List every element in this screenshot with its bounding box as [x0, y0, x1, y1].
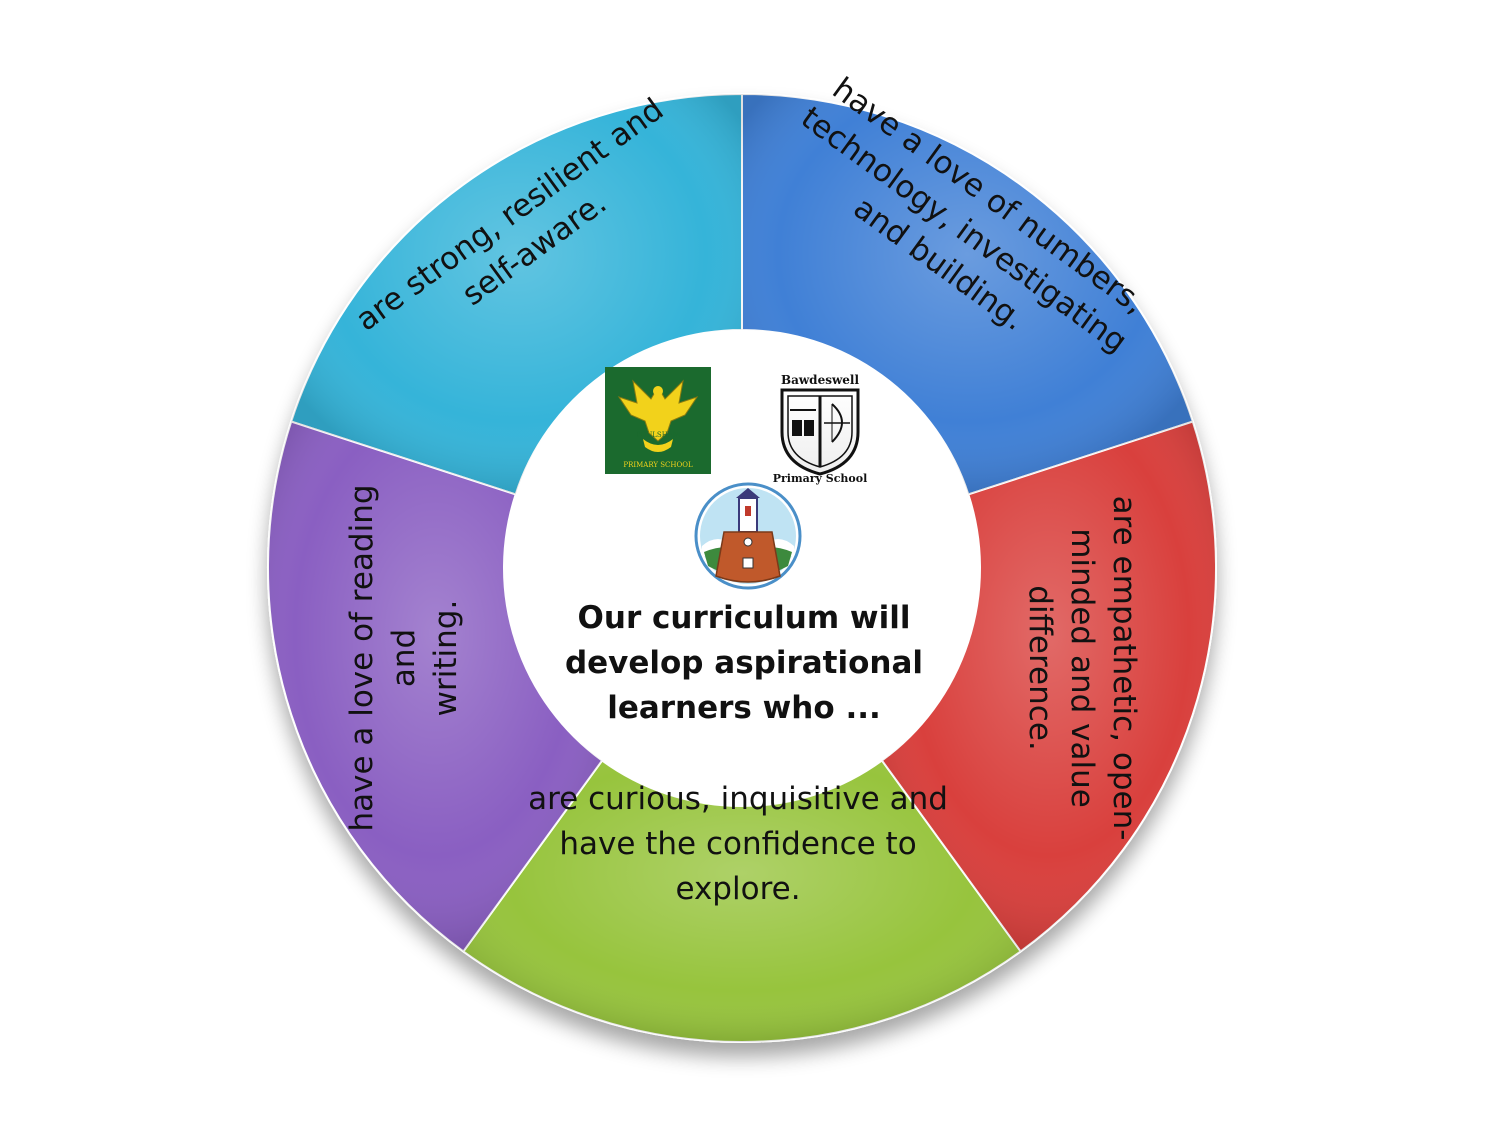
segment-label-line: have a love of reading	[344, 484, 380, 831]
poulsham-logo-subtitle: PRIMARY SCHOOL	[623, 461, 693, 469]
phoenix-icon	[617, 379, 699, 452]
segment-gloss-left	[268, 421, 603, 952]
church-roundel-icon	[694, 482, 802, 590]
segment-label-line: difference.	[1022, 585, 1058, 750]
poulsham-logo-name: POULSHAM	[636, 431, 680, 439]
center-heading: Our curriculum will develop aspirational…	[565, 600, 923, 726]
wheel-gloss	[268, 94, 1216, 1042]
center-line-2: develop aspirational	[565, 645, 923, 681]
segment-gloss-top-right	[742, 94, 1193, 495]
segment-label-right: are empathetic, open-minded and valuedif…	[1022, 496, 1142, 841]
segment-label-line: explore.	[675, 871, 800, 907]
segment-gloss-top-left	[291, 94, 742, 495]
segment-gloss-bottom	[463, 760, 1021, 1042]
segment-label-line: writing.	[428, 600, 464, 717]
poulsham-school-logo: POULSHAM PRIMARY SCHOOL	[605, 367, 711, 474]
bawdeswell-school-logo: Bawdeswell Primary School	[770, 372, 870, 485]
center-line-3: learners who ...	[607, 690, 881, 726]
center-line-1: Our curriculum will	[578, 600, 911, 636]
bawdeswell-logo-name: Bawdeswell	[781, 373, 860, 387]
segment-label-line: have the confidence to	[559, 826, 916, 862]
bawdeswell-logo-subtitle: Primary School	[773, 472, 868, 485]
segment-label-line: are empathetic, open-	[1106, 496, 1142, 841]
segment-label-line: minded and value	[1064, 528, 1100, 808]
segment-gloss-right	[881, 421, 1216, 952]
segment-label-bottom: are curious, inquisitive and have the con…	[528, 781, 948, 907]
segment-label-line: are curious, inquisitive and	[528, 781, 948, 817]
segment-label-line: and	[386, 629, 422, 687]
shield-book-bow-icon	[780, 388, 860, 476]
